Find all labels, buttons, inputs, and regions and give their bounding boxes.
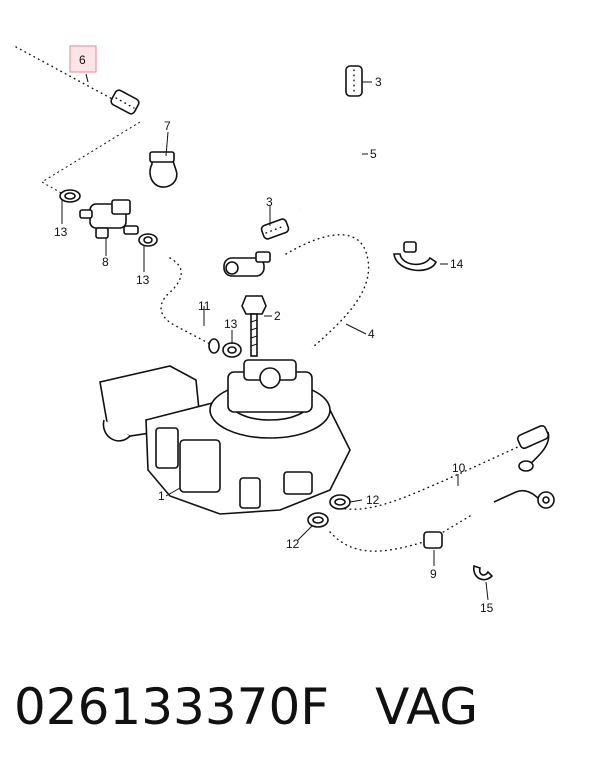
clamp-part-12-upper[interactable] [329,494,351,510]
clip-part-15[interactable] [473,564,494,581]
caption: 026133370F VAG [14,672,478,742]
callout-13-right[interactable]: 13 [224,317,238,331]
callout-12-upper[interactable]: 12 [366,493,380,507]
callout-highlight-box [69,45,97,73]
callout-3-top[interactable]: 3 [375,75,382,89]
callout-6[interactable]: 6 [79,53,86,67]
clamp-part-14[interactable] [393,241,437,272]
clamp-part-12-lower[interactable] [307,512,329,528]
sleeve-part-3-mid[interactable] [260,218,290,240]
callout-3-mid[interactable]: 3 [266,195,273,209]
hose-part-6[interactable] [12,42,140,115]
fuel-line-part-10[interactable] [328,424,550,513]
part-number: 026133370F [14,678,330,736]
brand-name: VAG [375,678,479,736]
clip-part-13-left[interactable] [59,189,81,203]
callout-2[interactable]: 2 [274,309,281,323]
valve-part-8[interactable] [79,199,139,239]
throttle-body-part-1[interactable] [99,359,351,515]
clip-part-13-right[interactable] [222,342,242,358]
bolt-part-2[interactable] [241,295,267,357]
callout-5[interactable]: 5 [370,147,377,161]
leader-lines [61,73,489,601]
sleeve-part-3-top[interactable] [345,65,363,97]
hose-part-4[interactable] [282,227,376,354]
callout-12-lower[interactable]: 12 [286,537,300,551]
callout-10[interactable]: 10 [452,461,466,475]
callout-7[interactable]: 7 [164,119,171,133]
callout-1[interactable]: 1 [158,489,165,503]
callout-15[interactable]: 15 [480,601,494,615]
callout-14[interactable]: 14 [450,257,464,271]
fitting-connector[interactable] [223,251,271,277]
callout-labels: 6 3 5 7 3 13 8 13 14 11 13 2 4 10 1 12 1… [54,53,494,615]
clip-part-13-mid[interactable] [138,233,158,247]
exploded-parts-diagram: 6 3 5 7 3 13 8 13 14 11 13 2 4 10 1 12 1… [12,42,555,615]
callout-9[interactable]: 9 [430,567,437,581]
callout-11[interactable]: 11 [198,299,211,313]
callout-8[interactable]: 8 [102,255,109,269]
clamp-part-7[interactable] [149,151,178,188]
callout-13-left[interactable]: 13 [54,225,68,239]
callout-4[interactable]: 4 [368,327,375,341]
hose-part-11[interactable] [155,253,220,354]
hose-part-5[interactable] [297,100,360,213]
dashed-connector-6-13 [41,121,141,199]
callout-13-mid[interactable]: 13 [136,273,150,287]
fuel-line-part-9[interactable] [322,489,555,559]
